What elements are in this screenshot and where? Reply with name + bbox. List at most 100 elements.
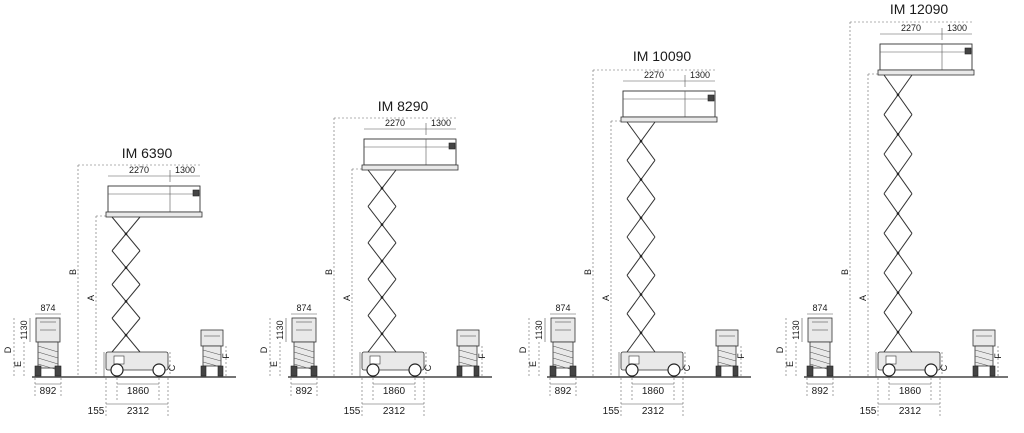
label-b: B: [68, 269, 78, 275]
label-c: C: [167, 364, 177, 371]
front-width-label: 874: [812, 303, 827, 313]
label-f: F: [736, 353, 746, 359]
wheelbase-label: 1860: [899, 386, 922, 397]
overall-length-label: 2312: [642, 406, 665, 417]
rear-guardrail: [456, 329, 480, 347]
deck-extension-label: 1300: [431, 118, 451, 128]
rear-guardrail: [715, 329, 739, 347]
rear-wheel-left: [972, 365, 979, 377]
front-wheel-left: [806, 365, 814, 377]
rear-wheel: [625, 363, 639, 377]
platform-guardrail: [107, 185, 201, 213]
front-wheel-left: [290, 365, 298, 377]
ground-offset-label: 155: [344, 406, 361, 417]
label-a: A: [858, 295, 868, 301]
deck-length-label: 2270: [644, 70, 664, 80]
control-box: [964, 47, 972, 55]
rear-guardrail: [200, 329, 224, 347]
rear-view: F: [200, 329, 231, 377]
front-height-label: 1130: [19, 320, 29, 339]
rear-wheel-right: [473, 365, 480, 377]
model-title: IM 12090: [890, 1, 949, 17]
label-e: E: [13, 361, 23, 367]
wheelbase-label: 1860: [127, 386, 150, 397]
front-wheel: [152, 363, 166, 377]
label-b: B: [840, 269, 850, 275]
front-wheel: [924, 363, 938, 377]
front-wheel: [408, 363, 422, 377]
overall-length-label: 2312: [383, 406, 406, 417]
label-c: C: [423, 364, 433, 371]
label-d: D: [518, 346, 528, 353]
deck-extension-label: 1300: [947, 23, 967, 33]
front-wheel: [667, 363, 681, 377]
model-title: IM 8290: [378, 98, 429, 114]
label-f: F: [221, 353, 231, 359]
rear-wheel-right: [217, 365, 224, 377]
rear-wheel-right: [989, 365, 996, 377]
ground-offset-label: 155: [603, 406, 620, 417]
rear-wheel-left: [456, 365, 463, 377]
label-a: A: [601, 295, 611, 301]
label-e: E: [269, 361, 279, 367]
front-width-label: 874: [40, 303, 55, 313]
deck-extension-label: 1300: [175, 165, 195, 175]
label-b: B: [324, 269, 334, 275]
overall-length-label: 2312: [899, 406, 922, 417]
front-base-label: 892: [296, 386, 313, 397]
chassis-panel: [628, 355, 640, 365]
control-box: [448, 142, 456, 150]
chassis-panel: [369, 355, 381, 365]
front-wheel-right: [54, 365, 62, 377]
model-title: IM 6390: [122, 145, 173, 161]
front-base-label: 892: [812, 386, 829, 397]
rear-wheel: [366, 363, 380, 377]
front-wheel-left: [549, 365, 557, 377]
deck-length-label: 2270: [385, 118, 405, 128]
label-f: F: [477, 353, 487, 359]
deck-extension-label: 1300: [690, 70, 710, 80]
wheelbase-label: 1860: [383, 386, 406, 397]
label-f: F: [993, 353, 1003, 359]
front-base-label: 892: [40, 386, 57, 397]
rear-wheel-right: [732, 365, 739, 377]
rear-wheel: [882, 363, 896, 377]
front-wheel-right: [569, 365, 577, 377]
rear-view: F: [456, 329, 487, 377]
deck-length-label: 2270: [901, 23, 921, 33]
front-wheel-right: [310, 365, 318, 377]
rear-wheel-left: [200, 365, 207, 377]
rear-view: F: [715, 329, 746, 377]
front-wheel-left: [34, 365, 42, 377]
model-title: IM 10090: [633, 48, 692, 64]
chassis-panel: [885, 355, 897, 365]
overall-length-label: 2312: [127, 406, 150, 417]
platform-deck: [105, 211, 203, 218]
label-c: C: [682, 364, 692, 371]
front-height-label: 1130: [534, 320, 544, 339]
control-box: [192, 189, 200, 197]
rear-view: F: [972, 329, 1003, 377]
rear-guardrail: [972, 329, 996, 347]
label-e: E: [785, 361, 795, 367]
front-base-label: 892: [555, 386, 572, 397]
label-b: B: [583, 269, 593, 275]
platform-deck: [620, 116, 718, 123]
front-wheel-right: [826, 365, 834, 377]
platform-guardrail: [879, 43, 973, 71]
deck-length-label: 2270: [129, 165, 149, 175]
chassis-panel: [113, 355, 125, 365]
ground-offset-label: 155: [88, 406, 105, 417]
front-width-label: 874: [555, 303, 570, 313]
